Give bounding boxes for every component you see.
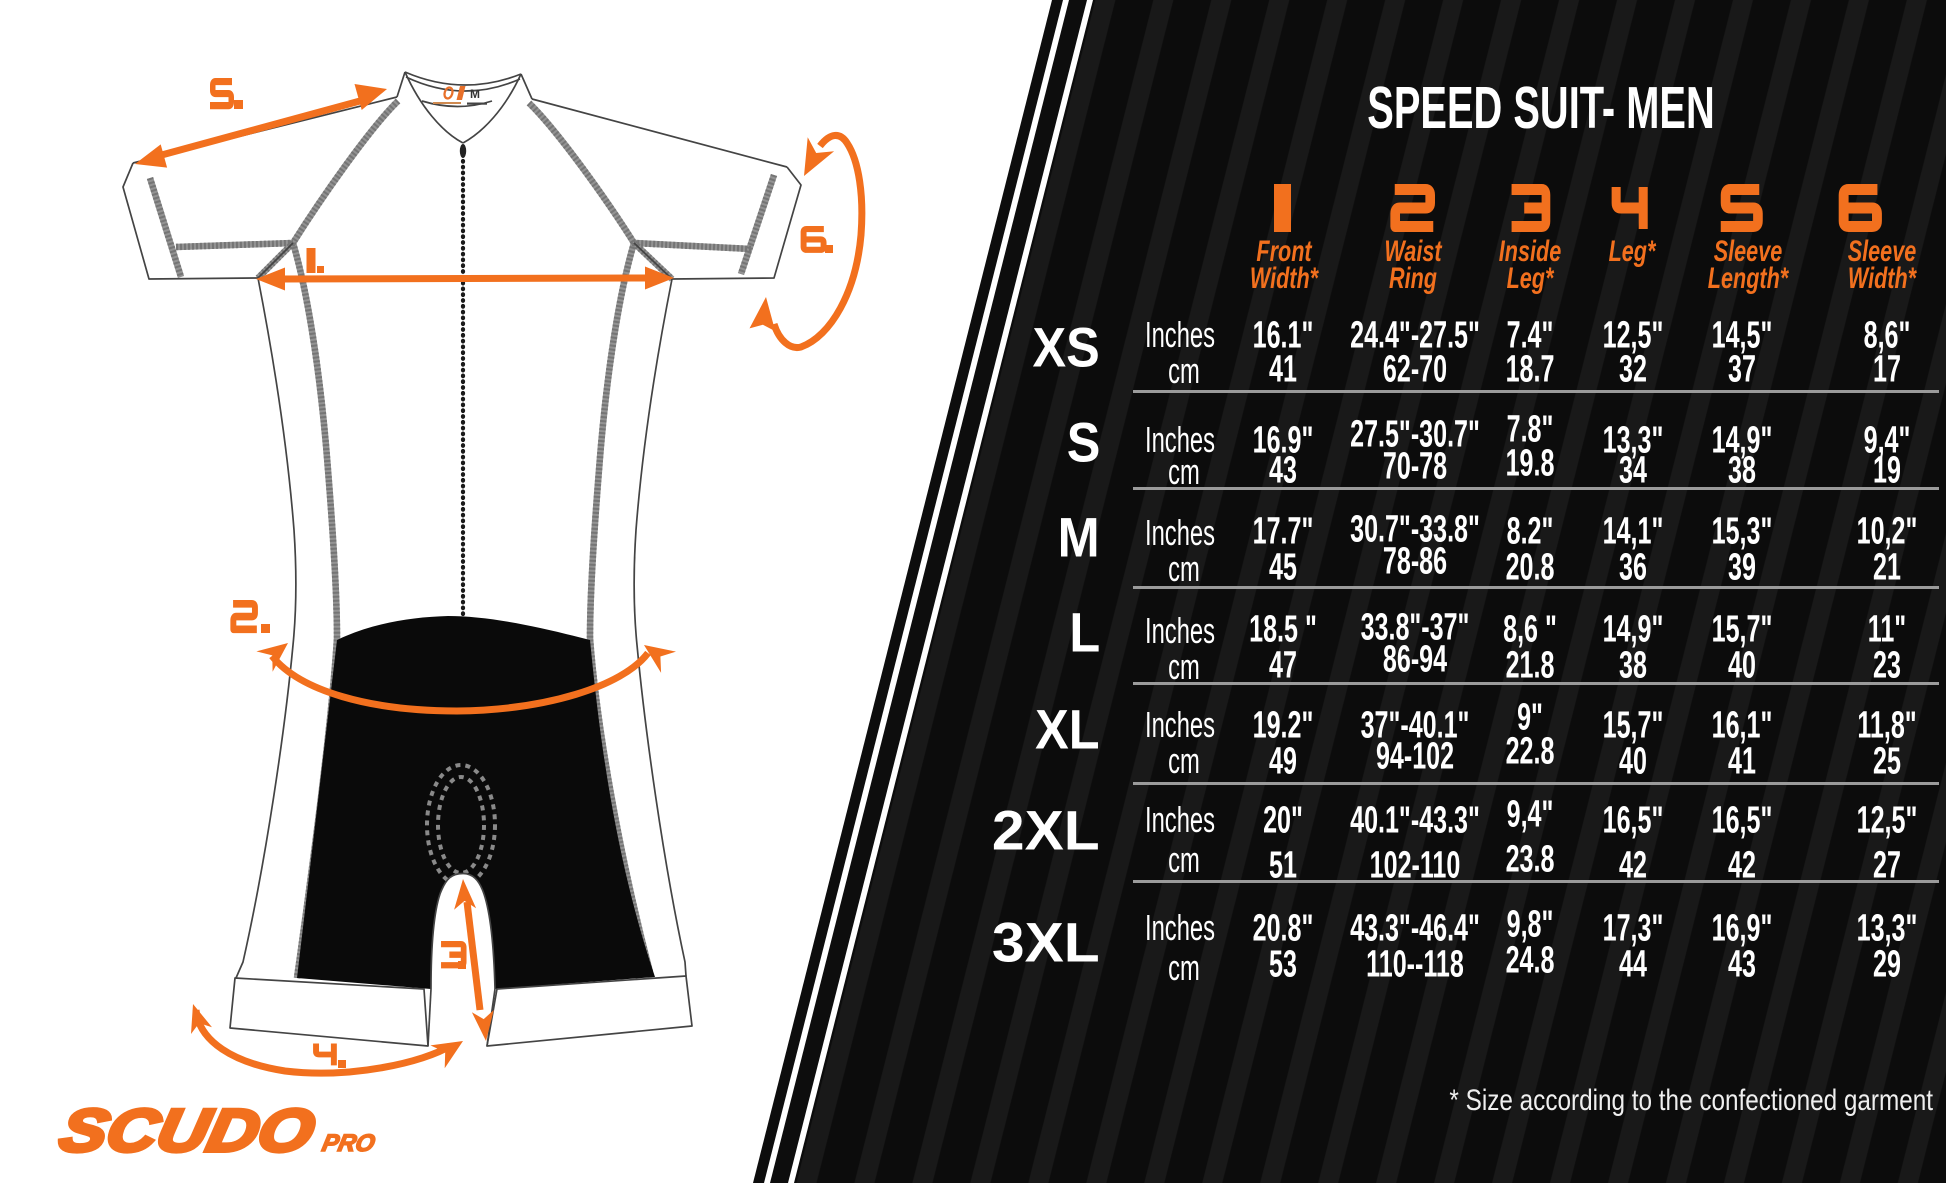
svg-text:SCUDO: SCUDO [54, 1097, 320, 1164]
svg-text:PRO: PRO [320, 1130, 378, 1157]
svg-text:M: M [470, 87, 480, 101]
